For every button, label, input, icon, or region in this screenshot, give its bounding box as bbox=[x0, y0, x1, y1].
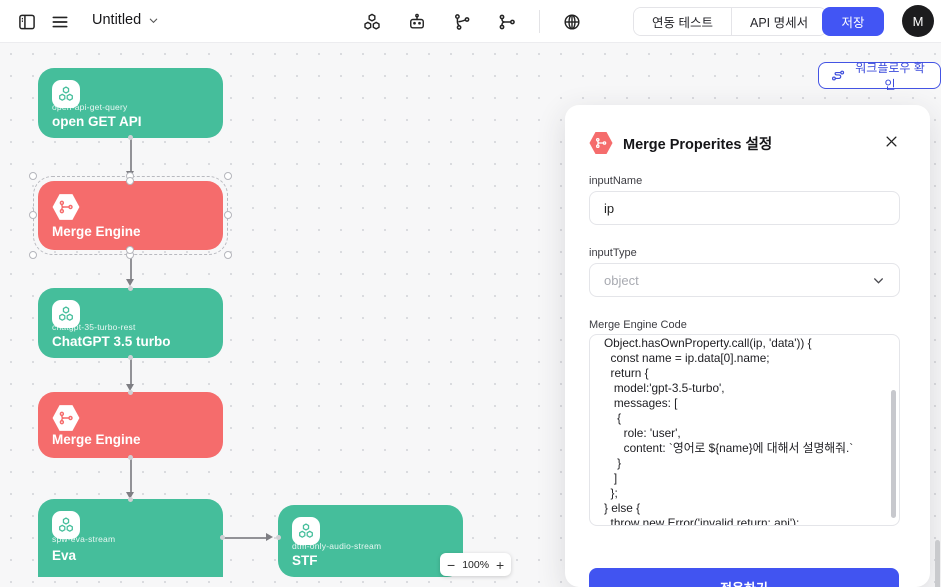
merge-tool-icon[interactable] bbox=[496, 11, 518, 33]
node-subtitle: dtm-only-audio-stream bbox=[292, 541, 382, 551]
input-type-value: object bbox=[604, 272, 639, 288]
workflow-route-icon bbox=[832, 70, 845, 81]
edge-eva-to-stf bbox=[223, 537, 269, 539]
close-icon[interactable] bbox=[880, 130, 902, 152]
chevron-down-icon bbox=[149, 18, 158, 23]
chevron-down-icon bbox=[874, 277, 883, 284]
split-tool-icon[interactable] bbox=[451, 11, 473, 33]
blocks-icon bbox=[52, 300, 80, 328]
input-port[interactable] bbox=[128, 390, 133, 395]
code-scrollbar-thumb[interactable] bbox=[891, 390, 896, 518]
node-stf[interactable]: dtm-only-audio-stream STF bbox=[276, 505, 463, 577]
menu-icon[interactable] bbox=[49, 11, 71, 33]
resize-handle-sw[interactable] bbox=[29, 251, 37, 259]
node-title: open GET API bbox=[52, 114, 142, 129]
blocks-icon bbox=[52, 511, 80, 539]
zoom-control: − 100% + bbox=[440, 553, 512, 576]
edge-arrow bbox=[266, 533, 273, 541]
input-port[interactable] bbox=[128, 497, 133, 502]
secondary-button-group: 연동 테스트 API 명세서 bbox=[633, 7, 828, 36]
node-subtitle: chatgpt-35-turbo-rest bbox=[52, 322, 136, 332]
top-toolbar: Untitled 연동 테스트 API 명세서 저장 M bbox=[0, 0, 941, 43]
merge-icon bbox=[589, 131, 613, 155]
merge-engine-code-content: Object.hasOwnProperty.call(ip, 'data')) … bbox=[604, 336, 854, 526]
output-port[interactable] bbox=[128, 135, 133, 140]
edge-chatgpt-to-merge2 bbox=[130, 358, 132, 387]
integration-test-button[interactable]: 연동 테스트 bbox=[634, 8, 731, 35]
input-port[interactable] bbox=[126, 177, 134, 185]
input-port[interactable] bbox=[276, 535, 281, 540]
resize-handle-e[interactable] bbox=[224, 211, 232, 219]
resize-handle-ne[interactable] bbox=[224, 172, 232, 180]
resize-handle-se[interactable] bbox=[224, 251, 232, 259]
edge-arrow bbox=[126, 384, 134, 391]
save-button[interactable]: 저장 bbox=[822, 7, 884, 36]
merge-icon bbox=[52, 194, 80, 220]
edge-merge1-to-chatgpt bbox=[130, 250, 132, 282]
merge-engine-code-label: Merge Engine Code bbox=[589, 319, 687, 331]
apply-button[interactable]: 적용하기 bbox=[589, 568, 899, 587]
output-port[interactable] bbox=[128, 355, 133, 360]
merge-properties-panel: Merge Properites 설정 inputName inputType … bbox=[565, 105, 930, 587]
bot-tool-icon[interactable] bbox=[406, 11, 428, 33]
input-type-label: inputType bbox=[589, 247, 637, 259]
deploy-globe-icon[interactable] bbox=[561, 11, 583, 33]
button-group-divider bbox=[730, 8, 732, 35]
input-port[interactable] bbox=[128, 286, 133, 291]
node-merge-engine-1[interactable]: Merge Engine bbox=[29, 172, 232, 259]
blocks-tool-icon[interactable] bbox=[361, 11, 383, 33]
merge-engine-code-editor[interactable]: Object.hasOwnProperty.call(ip, 'data')) … bbox=[589, 334, 900, 526]
node-open-get-api[interactable]: open-api-get-query open GET API bbox=[38, 68, 223, 140]
zoom-in-button[interactable]: + bbox=[496, 556, 505, 573]
input-name-label: inputName bbox=[589, 175, 643, 187]
edge-merge2-to-eva bbox=[130, 457, 132, 495]
avatar[interactable]: M bbox=[902, 5, 934, 37]
blocks-icon bbox=[52, 80, 80, 108]
document-title[interactable]: Untitled bbox=[92, 12, 159, 28]
document-title-text: Untitled bbox=[92, 12, 142, 28]
node-subtitle: open-api-get-query bbox=[52, 102, 128, 112]
edge-openapi-to-merge1 bbox=[130, 138, 132, 174]
workflow-check-button[interactable]: 워크플로우 확인 bbox=[818, 61, 941, 92]
page-scrollbar-thumb[interactable] bbox=[935, 540, 940, 587]
node-title: Eva bbox=[52, 548, 77, 563]
sidebar-panel-icon[interactable] bbox=[16, 11, 38, 33]
output-port[interactable] bbox=[128, 455, 133, 460]
node-subtitle: spw-eva-stream bbox=[52, 534, 116, 544]
node-merge-engine-2[interactable]: Merge Engine bbox=[38, 390, 223, 460]
node-title: STF bbox=[292, 553, 318, 568]
input-name-field[interactable] bbox=[589, 191, 900, 225]
node-title: Merge Engine bbox=[52, 432, 141, 447]
node-title: Merge Engine bbox=[52, 224, 141, 239]
edge-arrow bbox=[126, 492, 134, 499]
panel-header: Merge Properites 설정 bbox=[589, 131, 906, 155]
node-eva[interactable]: spw-eva-stream Eva bbox=[38, 497, 225, 577]
panel-title: Merge Properites 설정 bbox=[623, 136, 773, 153]
node-title: ChatGPT 3.5 turbo bbox=[52, 334, 171, 349]
resize-handle-nw[interactable] bbox=[29, 172, 37, 180]
zoom-out-button[interactable]: − bbox=[447, 556, 456, 573]
input-type-select[interactable]: object bbox=[589, 263, 900, 297]
output-port[interactable] bbox=[126, 246, 134, 254]
api-spec-button[interactable]: API 명세서 bbox=[731, 8, 827, 35]
node-chatgpt[interactable]: chatgpt-35-turbo-rest ChatGPT 3.5 turbo bbox=[38, 286, 223, 360]
output-port[interactable] bbox=[220, 535, 225, 540]
edge-arrow bbox=[126, 279, 134, 286]
blocks-icon bbox=[292, 517, 320, 545]
toolbar-divider bbox=[539, 10, 540, 33]
resize-handle-w[interactable] bbox=[29, 211, 37, 219]
zoom-level: 100% bbox=[462, 558, 490, 571]
merge-icon bbox=[52, 405, 80, 431]
workflow-check-label: 워크플로우 확인 bbox=[855, 60, 925, 92]
